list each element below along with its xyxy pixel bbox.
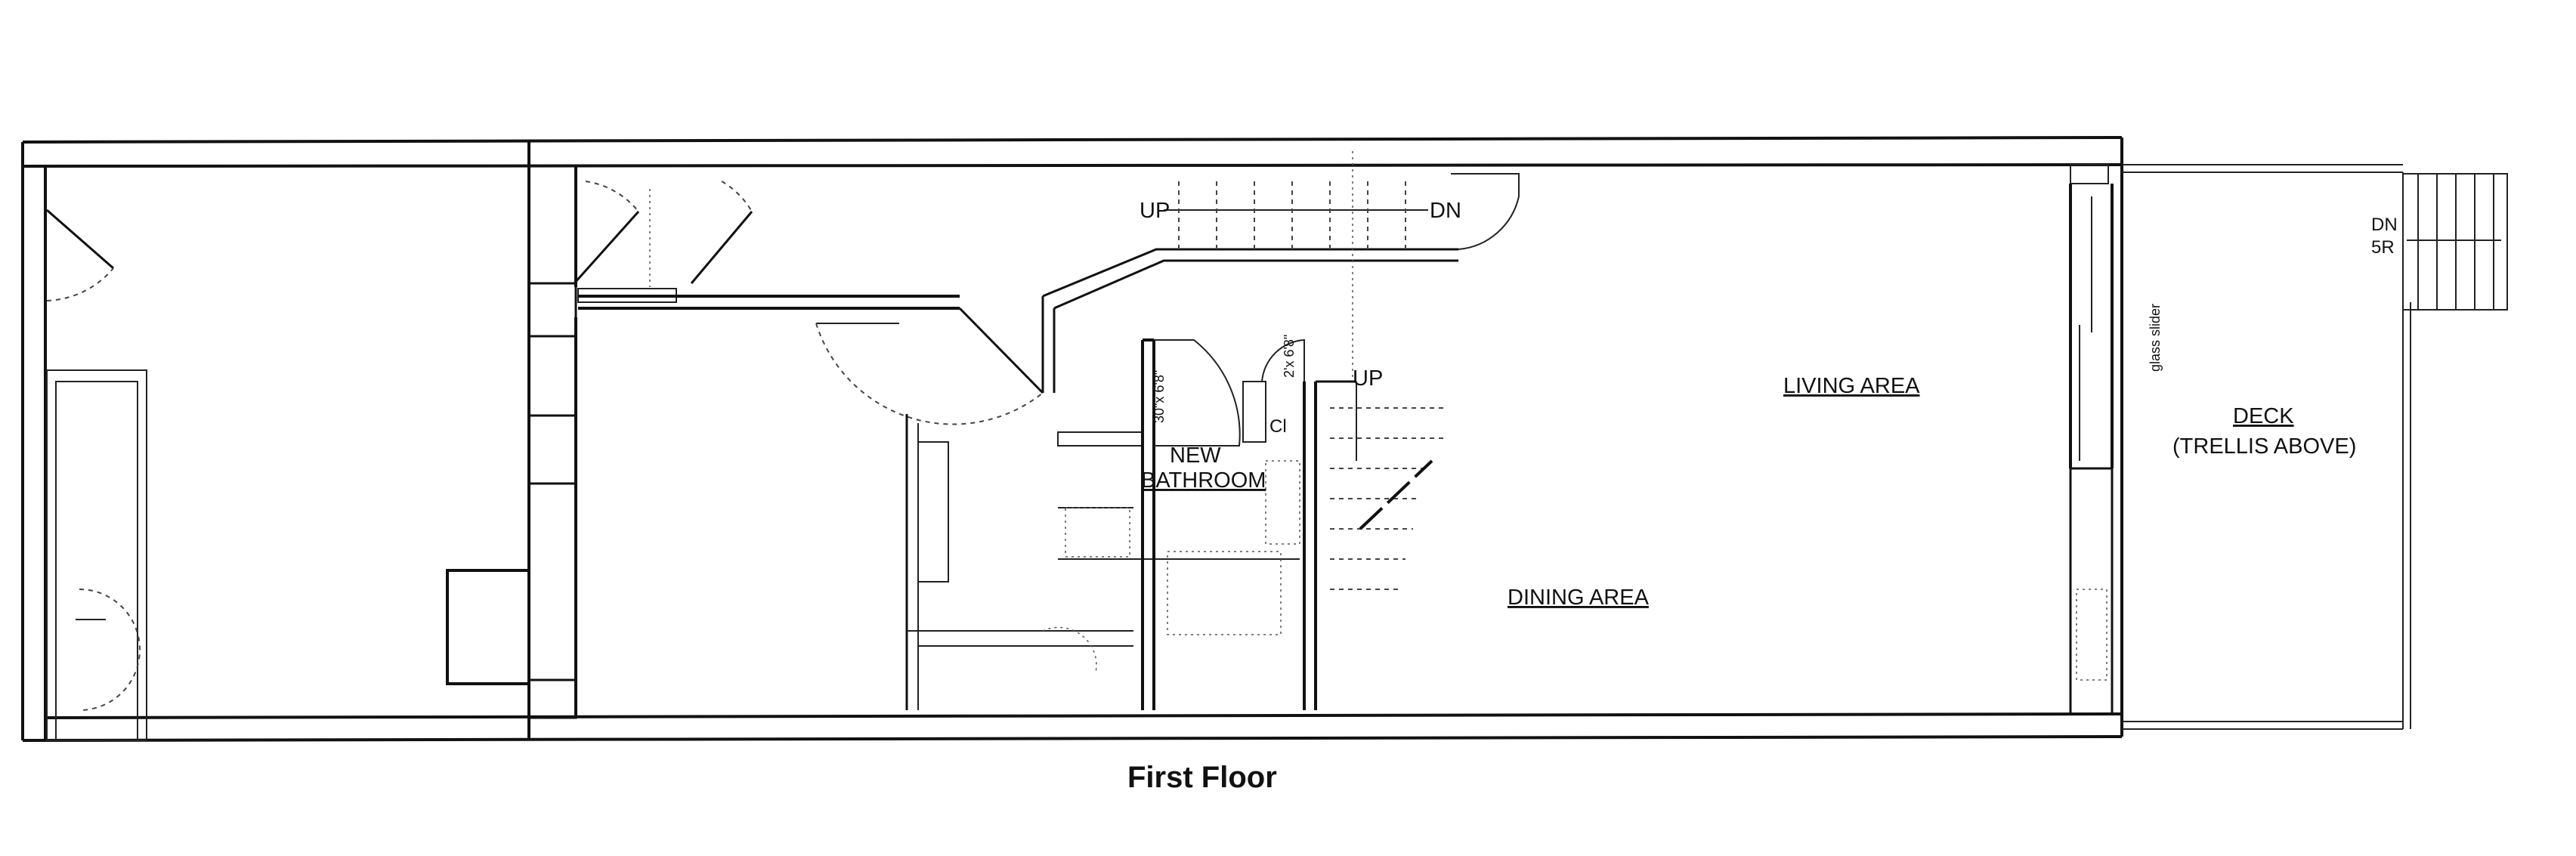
new-bathroom: 30"x 6'8" 2'x 6'8" Cl NEW BATHROOM xyxy=(1057,335,1317,710)
deck-note-label: (TRELLIS ABOVE) xyxy=(2172,434,2356,459)
bathroom-label-line2: BATHROOM xyxy=(1141,468,1266,493)
deck-dn-label: DN xyxy=(2371,215,2398,235)
plan-title: First Floor xyxy=(1127,761,1277,794)
rear-wall: glass slider xyxy=(2069,164,2163,715)
deck-risers-label: 5R xyxy=(2371,237,2395,258)
stair-dn-right-label: DN xyxy=(1430,199,1461,223)
stair-up-left-label: UP xyxy=(1140,199,1170,223)
door-size-closet: 2'x 6'8" xyxy=(1282,335,1297,378)
glass-slider-label: glass slider xyxy=(2148,304,2163,372)
dining-area-label: DINING AREA xyxy=(1508,586,1650,610)
hall-double-doors xyxy=(573,181,960,310)
basement-stair: UP xyxy=(1316,366,1443,590)
living-area-label: LIVING AREA xyxy=(1783,374,1920,398)
front-door xyxy=(46,209,114,301)
door-size-bath: 30"x 6'8" xyxy=(1152,370,1167,423)
deck-label: DECK xyxy=(2233,404,2294,428)
bathroom-label-line1: NEW xyxy=(1170,443,1221,468)
main-stair: UP DN xyxy=(1041,151,1520,393)
deck: DN 5R xyxy=(2122,164,2508,730)
closet-label: Cl xyxy=(1269,416,1287,437)
kitchen-counters xyxy=(905,414,1300,710)
front-vestibule xyxy=(46,142,577,741)
kitchen-door xyxy=(815,307,1044,425)
stair-up-center-label: UP xyxy=(1353,366,1383,391)
exterior-walls xyxy=(21,136,2123,742)
